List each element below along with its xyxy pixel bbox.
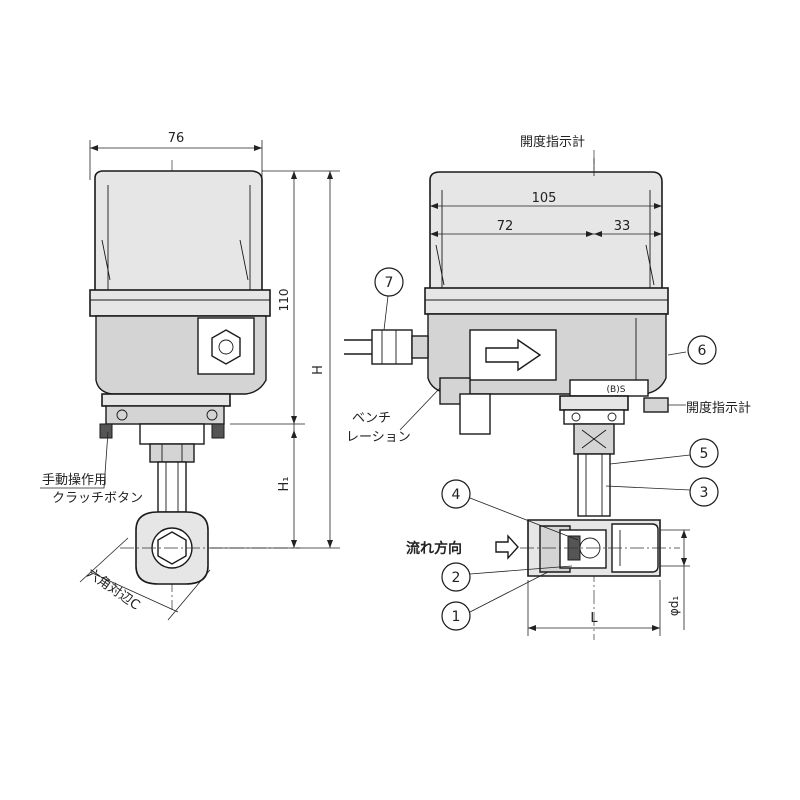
right-front-view: (B)S <box>344 150 691 640</box>
dim-H1-label: H₁ <box>277 477 292 492</box>
callout-5: 5 <box>689 438 719 468</box>
svg-text:2: 2 <box>452 570 461 586</box>
dim-H-label: H <box>311 365 326 375</box>
dim-72-label: 72 <box>497 219 514 234</box>
flow-direction-label: 流れ方向 <box>406 540 462 557</box>
svg-text:6: 6 <box>698 343 707 359</box>
opening-indicator-top-label: 開度指示計 <box>520 134 585 150</box>
svg-text:4: 4 <box>452 487 461 503</box>
callout-4: 4 <box>441 479 471 509</box>
dim-76-label: 76 <box>168 131 185 146</box>
plate-marking: (B)S <box>607 385 626 395</box>
dim-d1-label: φd₁ <box>667 596 681 617</box>
manual-clutch-label-1: 手動操作用 <box>42 472 107 488</box>
callout-1: 1 <box>441 601 471 631</box>
dim-110-label: 110 <box>277 289 291 312</box>
svg-text:7: 7 <box>385 275 394 291</box>
callout-2: 2 <box>441 562 471 592</box>
bench-label-1: ベンチ <box>352 411 391 426</box>
dim-105-label: 105 <box>532 191 557 206</box>
svg-text:1: 1 <box>452 609 461 625</box>
dim-33-label: 33 <box>614 219 631 234</box>
hex-width-label: 六角対辺C <box>84 566 143 613</box>
svg-text:5: 5 <box>700 446 709 462</box>
callout-3: 3 <box>689 477 719 507</box>
svg-text:3: 3 <box>700 485 709 501</box>
bench-label-2: レーション <box>346 430 411 445</box>
callout-6: 6 <box>687 335 717 365</box>
opening-indicator-side-label: 開度指示計 <box>686 400 751 416</box>
left-side-view <box>40 140 340 621</box>
dim-L-label: L <box>590 611 598 626</box>
manual-clutch-label-2: クラッチボタン <box>52 491 143 506</box>
callout-7: 7 <box>374 267 404 297</box>
